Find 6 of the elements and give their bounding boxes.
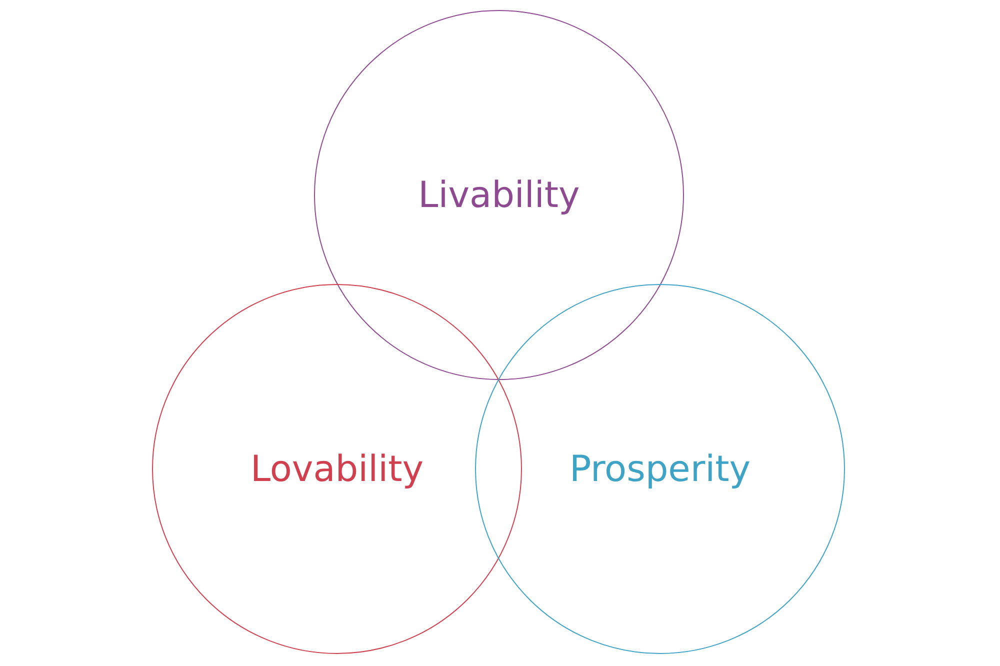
venn-circle: [475, 284, 845, 654]
venn-circle: [314, 10, 684, 380]
circle-label: Prosperity: [569, 448, 751, 490]
circle-label: Lovability: [250, 448, 424, 490]
venn-circle: [152, 284, 522, 654]
circle-label: Livability: [418, 174, 580, 216]
